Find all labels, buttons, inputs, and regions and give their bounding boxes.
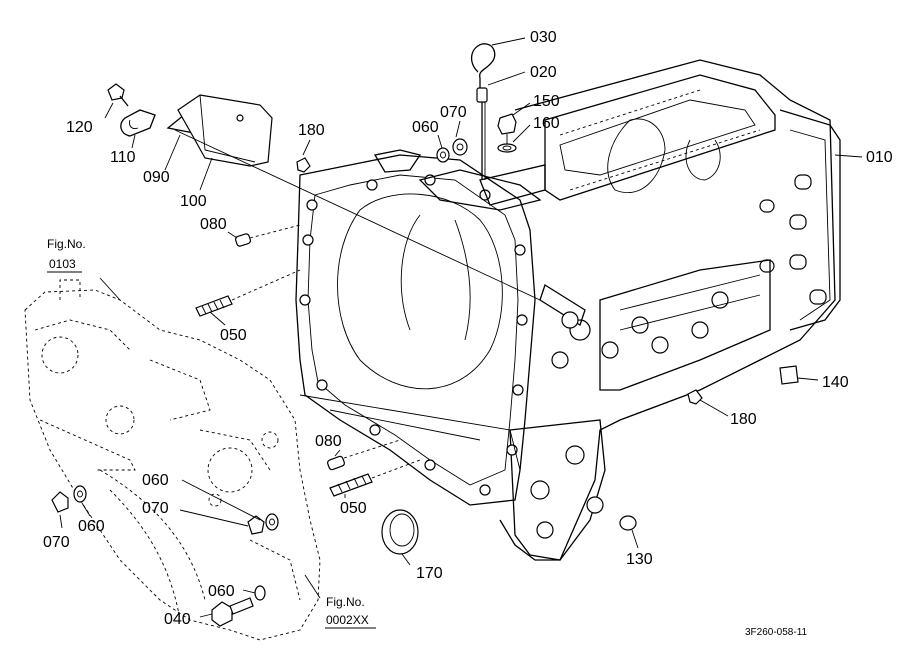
label-100: 100 bbox=[180, 193, 207, 210]
label-160: 160 bbox=[533, 115, 560, 132]
label-070-top: 070 bbox=[440, 104, 467, 121]
transmission-case bbox=[499, 59, 841, 561]
part-080-upper-pin bbox=[234, 224, 301, 247]
label-180-right: 180 bbox=[730, 411, 757, 428]
label-120: 120 bbox=[66, 119, 93, 136]
label-050-upper: 050 bbox=[220, 327, 247, 344]
label-060-top: 060 bbox=[412, 119, 439, 136]
part-140-plug bbox=[779, 365, 799, 385]
part-180-top bbox=[296, 157, 311, 173]
part-070-top bbox=[452, 138, 468, 156]
label-060-bottom: 060 bbox=[208, 583, 235, 600]
label-030: 030 bbox=[530, 29, 557, 46]
label-180-top: 180 bbox=[298, 122, 325, 139]
label-010: 010 bbox=[866, 149, 893, 166]
drawing-code: 3F260-058-11 bbox=[745, 627, 808, 638]
label-080-lower: 080 bbox=[315, 433, 342, 450]
label-050-lower: 050 bbox=[340, 500, 367, 517]
part-060-bottom bbox=[254, 585, 266, 601]
part-050-lower-stud bbox=[329, 459, 421, 497]
label-150: 150 bbox=[533, 93, 560, 110]
label-130: 130 bbox=[626, 551, 653, 568]
part-060-mid bbox=[265, 513, 279, 531]
label-080-upper: 080 bbox=[200, 216, 227, 233]
label-110: 110 bbox=[110, 149, 136, 166]
part-150-plug bbox=[497, 113, 517, 145]
part-130-plug bbox=[619, 515, 637, 531]
part-030-hook bbox=[471, 43, 496, 88]
label-140: 140 bbox=[822, 374, 849, 391]
part-170-seal bbox=[381, 509, 419, 555]
fig-ref-bottom-code: 0002XX bbox=[326, 613, 369, 627]
assembly-line-cover bbox=[174, 129, 541, 301]
engine-block-outline bbox=[24, 279, 321, 641]
part-060-top bbox=[436, 147, 450, 163]
front-flange bbox=[295, 149, 586, 506]
label-020: 020 bbox=[530, 64, 557, 81]
label-040: 040 bbox=[164, 611, 191, 628]
part-070-left bbox=[51, 491, 69, 513]
part-040-bolt bbox=[211, 597, 254, 627]
fig-ref-bottom-title: Fig.No. bbox=[326, 595, 365, 609]
label-070-left: 070 bbox=[43, 534, 70, 551]
part-120-bolt bbox=[107, 83, 129, 107]
fig-ref-top-code: 0103 bbox=[49, 257, 76, 271]
fig-ref-top-title: Fig.No. bbox=[47, 237, 86, 251]
part-110-clamp bbox=[120, 109, 156, 137]
part-050-upper-stud bbox=[195, 269, 301, 317]
part-180-right bbox=[687, 389, 703, 405]
label-060-mid: 060 bbox=[142, 472, 169, 489]
label-090: 090 bbox=[143, 169, 170, 186]
leader-lines bbox=[59, 37, 863, 618]
part-060-left bbox=[73, 485, 87, 503]
label-070-mid: 070 bbox=[142, 500, 169, 517]
part-100-cover bbox=[177, 94, 273, 167]
label-060-left: 060 bbox=[78, 518, 105, 535]
label-170: 170 bbox=[416, 565, 443, 582]
part-070-mid bbox=[247, 515, 265, 535]
part-080-lower-pin bbox=[327, 439, 401, 471]
part-020-dipstick bbox=[476, 87, 488, 180]
part-160-washer bbox=[497, 143, 517, 153]
